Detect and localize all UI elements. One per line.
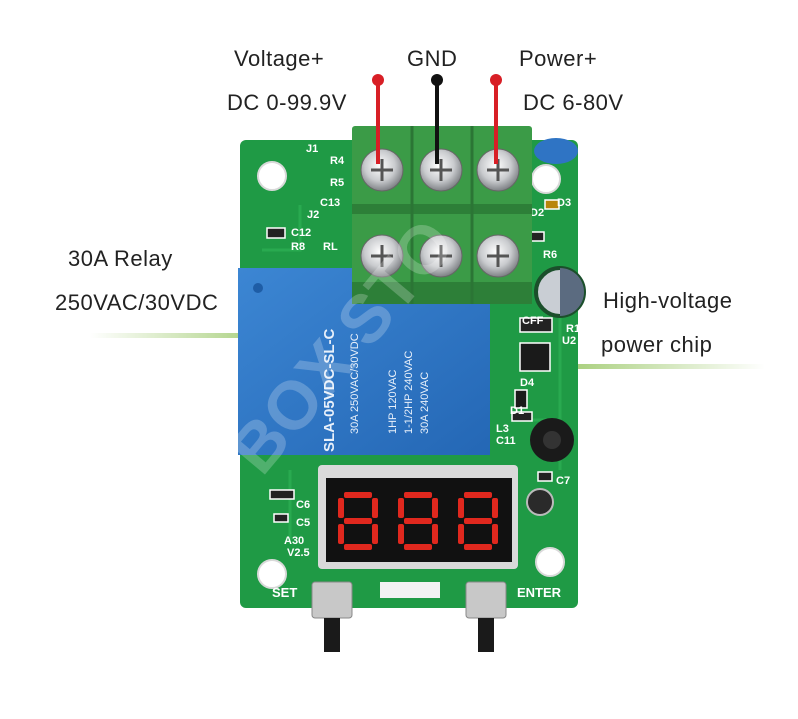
relay-title-label: 30A Relay xyxy=(68,246,173,271)
digit-3-segment-6 xyxy=(458,498,464,518)
digit-3-segment-5 xyxy=(458,524,464,544)
power-plus-label: Power+ xyxy=(519,46,598,71)
silk-c5: C5 xyxy=(296,517,310,529)
digit-1-segment-3 xyxy=(372,524,378,544)
terminal-screws xyxy=(360,148,520,278)
silk-j1: J1 xyxy=(306,143,318,155)
relay-line-3: 1-1/2HP 240VAC xyxy=(403,351,415,434)
silk-r1: R1 xyxy=(566,323,580,335)
silk-d4: D4 xyxy=(520,377,535,389)
silk-v25: V2.5 xyxy=(287,547,310,559)
digit-2-segment-6 xyxy=(398,498,404,518)
power-range-label: DC 6-80V xyxy=(523,90,624,115)
digit-1-segment-7 xyxy=(344,518,372,524)
chip-sub-label: power chip xyxy=(601,332,713,357)
relay: SLA-05VDC-SL-C 30A 250VAC/30VDC 1HP 120V… xyxy=(238,268,490,455)
silk-r5: R5 xyxy=(330,177,344,189)
silk-r8: R8 xyxy=(291,241,305,253)
digit-2-segment-2 xyxy=(432,498,438,518)
digit-3-segment-7 xyxy=(464,518,492,524)
digit-2-segment-3 xyxy=(432,524,438,544)
silk-d3: D3 xyxy=(557,197,571,209)
voltage-plus-label: Voltage+ xyxy=(234,46,325,71)
digit-2-segment-5 xyxy=(398,524,404,544)
digit-3-segment-1 xyxy=(464,492,492,498)
silk-r4: R4 xyxy=(330,155,345,167)
digit-1-segment-6 xyxy=(338,498,344,518)
enter-button[interactable] xyxy=(465,581,507,652)
digit-1-segment-4 xyxy=(344,544,372,550)
silk-c6: C6 xyxy=(296,499,310,511)
digit-1-segment-2 xyxy=(372,498,378,518)
chip-title-label: High-voltage xyxy=(603,288,733,313)
gnd-label: GND xyxy=(407,46,458,71)
silk-c12: C12 xyxy=(291,227,311,239)
relay-line-2: 1HP 120VAC xyxy=(387,370,399,434)
silk-r6: R6 xyxy=(543,249,557,261)
relay-line-4: 30A 240VAC xyxy=(419,372,431,434)
pin-header xyxy=(380,582,440,598)
silk-d2: D2 xyxy=(530,207,544,219)
silk-rl: RL xyxy=(323,241,338,253)
digit-3-segment-3 xyxy=(492,524,498,544)
seven-segment-display xyxy=(318,465,518,569)
silk-enter: ENTER xyxy=(517,585,562,600)
silk-l3: L3 xyxy=(496,423,509,435)
digit-2-segment-7 xyxy=(404,518,432,524)
digit-1-segment-5 xyxy=(338,524,344,544)
chip-callout-line xyxy=(570,364,765,369)
relay-model: SLA-05VDC-SL-C xyxy=(321,328,338,452)
silk-c13: C13 xyxy=(320,197,340,209)
digit-3-segment-2 xyxy=(492,498,498,518)
relay-line-1: 30A 250VAC/30VDC xyxy=(349,333,361,434)
digit-3-segment-4 xyxy=(464,544,492,550)
digit-2-segment-4 xyxy=(404,544,432,550)
input-wires xyxy=(372,74,502,164)
voltage-range-label: DC 0-99.9V xyxy=(227,90,347,115)
set-button[interactable] xyxy=(311,581,353,652)
silk-a30: A30 xyxy=(284,535,304,547)
silk-set: SET xyxy=(272,585,297,600)
silk-c11: C11 xyxy=(496,435,516,447)
silk-c7: C7 xyxy=(556,475,570,487)
silk-u2: U2 xyxy=(562,335,576,347)
relay-rating-label: 250VAC/30VDC xyxy=(55,290,219,315)
silk-cff: CFF xyxy=(522,315,544,327)
digit-1-segment-1 xyxy=(344,492,372,498)
relay-callout-line xyxy=(90,333,265,338)
digit-2-segment-1 xyxy=(404,492,432,498)
silk-d1: D1 xyxy=(510,405,524,417)
silk-j2: J2 xyxy=(307,209,319,221)
